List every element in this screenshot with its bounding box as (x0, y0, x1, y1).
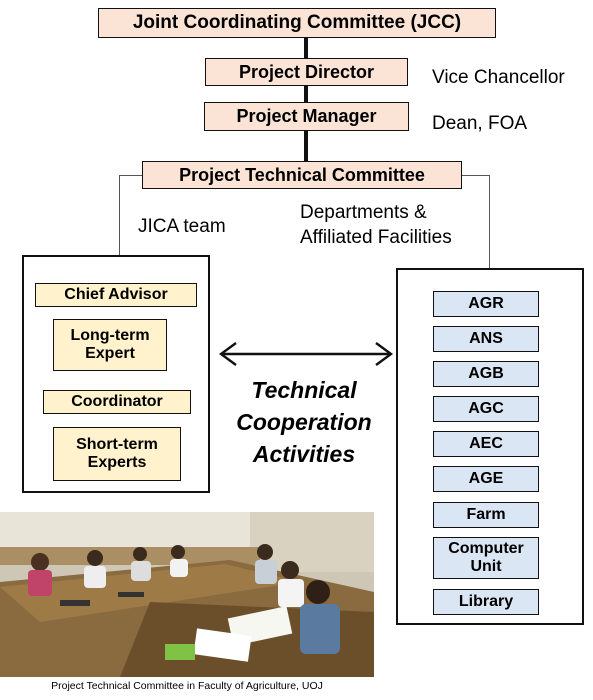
dept-ans-label: ANS (469, 329, 503, 347)
farm-label: Farm (466, 505, 506, 523)
branch-right-horizontal (462, 175, 489, 176)
technical-cooperation-activities-text: Technical Cooperation Activities (236, 377, 372, 468)
branch-left-horizontal (119, 175, 142, 176)
jica-team-label: JICA team (138, 216, 226, 237)
farm-box: Farm (433, 502, 539, 528)
computer-unit-label: Computer Unit (448, 539, 524, 575)
photo-caption: Project Technical Committee in Faculty o… (51, 680, 323, 692)
project-manager-box: Project Manager (204, 102, 409, 131)
bidirectional-arrow (218, 342, 394, 366)
vice-chancellor-note: Vice Chancellor (432, 67, 565, 88)
project-technical-committee-label: Project Technical Committee (179, 164, 425, 185)
connector-manager-committee (304, 131, 308, 161)
jica-team-panel: Chief Advisor Long-term Expert Coordinat… (22, 255, 210, 493)
dean-foa-note: Dean, FOA (432, 113, 528, 134)
coordinator-label: Coordinator (71, 392, 163, 410)
dept-agb-box: AGB (433, 361, 539, 387)
branch-right-vertical (489, 175, 490, 268)
dept-age-box: AGE (433, 466, 539, 492)
chief-advisor-box: Chief Advisor (35, 283, 197, 307)
departments-label: Departments & Affiliated Facilities (300, 202, 452, 248)
departments-panel: AGR ANS AGB AGC AEC AGE Farm Computer Un… (396, 268, 584, 625)
dept-aec-box: AEC (433, 431, 539, 457)
project-manager-label: Project Manager (236, 106, 377, 127)
dept-agc-box: AGC (433, 396, 539, 422)
short-term-experts-label: Short-term Experts (76, 435, 158, 471)
short-term-experts-box: Short-term Experts (53, 427, 181, 481)
chief-advisor-label: Chief Advisor (64, 285, 168, 303)
library-label: Library (458, 592, 514, 610)
dept-agr-box: AGR (433, 291, 539, 317)
connector-director-manager (304, 86, 308, 102)
dept-aec-label: AEC (469, 434, 503, 452)
long-term-expert-label: Long-term Expert (70, 326, 150, 362)
dept-ans-box: ANS (433, 326, 539, 352)
long-term-expert-box: Long-term Expert (53, 319, 167, 371)
project-director-box: Project Director (205, 58, 408, 86)
jcc-label: Joint Coordinating Committee (JCC) (132, 12, 462, 34)
project-director-label: Project Director (238, 61, 375, 82)
connector-jcc-director (304, 38, 308, 58)
computer-unit-box: Computer Unit (433, 537, 539, 579)
jcc-box: Joint Coordinating Committee (JCC) (98, 8, 496, 38)
project-technical-committee-box: Project Technical Committee (142, 161, 462, 189)
library-box: Library (433, 589, 539, 615)
dept-age-label: AGE (468, 469, 504, 487)
dept-agb-label: AGB (468, 364, 504, 382)
dept-agc-label: AGC (468, 399, 504, 417)
branch-left-vertical (119, 175, 120, 255)
dept-agr-label: AGR (468, 294, 504, 312)
meeting-photo (0, 512, 374, 677)
coordinator-box: Coordinator (43, 390, 191, 414)
